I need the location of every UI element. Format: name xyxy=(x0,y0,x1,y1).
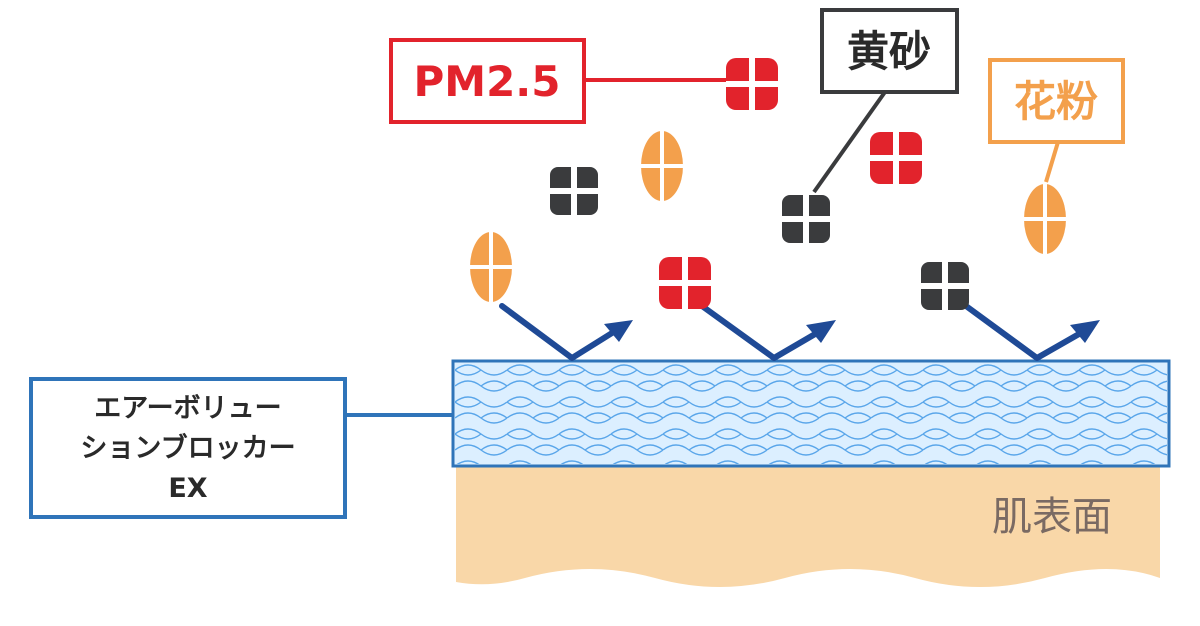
film-label-line3: EX xyxy=(168,473,207,504)
pollen-connector xyxy=(1044,141,1060,183)
pm25-particle-2 xyxy=(870,132,922,184)
skin-label: 肌表面 xyxy=(992,494,1112,540)
sand-label-box xyxy=(820,8,959,94)
arrow-2 xyxy=(699,303,836,361)
arrow-3 xyxy=(963,303,1100,361)
film-label-line1: エアーボリュー xyxy=(94,393,281,424)
film-label-line2: ションブロッカー xyxy=(80,432,295,464)
sand-particle-2 xyxy=(782,195,830,243)
pollen-particle-3 xyxy=(1024,184,1066,254)
film-label-box xyxy=(29,377,347,519)
sand-connector xyxy=(812,90,887,194)
pollen-particle-1 xyxy=(641,131,683,201)
sand-particle-1 xyxy=(550,167,598,215)
pm25-particle-1 xyxy=(726,58,778,110)
pm25-label: PM2.5 xyxy=(414,57,561,106)
sand-particle-3 xyxy=(921,262,969,310)
pm25-particle-3 xyxy=(659,257,711,309)
pollen-label: 花粉 xyxy=(1014,77,1098,126)
pollen-particle-2 xyxy=(470,232,512,302)
sand-label: 黄砂 xyxy=(847,27,931,76)
pm25-label-box xyxy=(389,38,586,124)
skin-surface xyxy=(456,466,1160,587)
arrow-1 xyxy=(499,303,633,361)
film-mesh xyxy=(455,363,1167,464)
